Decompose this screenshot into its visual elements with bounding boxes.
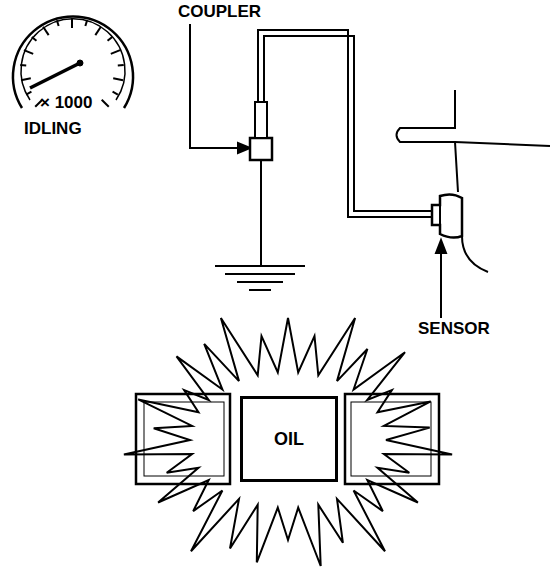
- wiring: [190, 24, 432, 290]
- warning-lamp: OIL: [240, 396, 338, 482]
- tick-mark: [32, 37, 37, 41]
- tick-mark: [21, 78, 31, 80]
- part-label: COUPLER: [178, 3, 261, 22]
- gauge-label: IDLING: [24, 120, 82, 139]
- tick-mark: [108, 37, 113, 41]
- tick-mark: [57, 20, 59, 26]
- scale-label: × 1000: [40, 94, 92, 113]
- tick-mark: [118, 64, 124, 67]
- engine-wall: [397, 90, 551, 272]
- tick-mark: [71, 18, 73, 28]
- tick-mark: [113, 78, 123, 80]
- part-label: SENSOR: [418, 320, 490, 339]
- lamp-text: OIL: [274, 429, 304, 450]
- leader-line: [436, 240, 446, 318]
- tick-mark: [95, 27, 101, 35]
- tick-mark: [24, 50, 33, 54]
- tick-mark: [85, 20, 87, 26]
- warning-light: [124, 318, 452, 566]
- tick-mark: [20, 64, 26, 67]
- tick-mark: [43, 27, 49, 35]
- tick-mark: [113, 92, 118, 95]
- tick-mark: [26, 92, 31, 95]
- tick-mark: [111, 50, 120, 54]
- tick-mark: [102, 100, 109, 107]
